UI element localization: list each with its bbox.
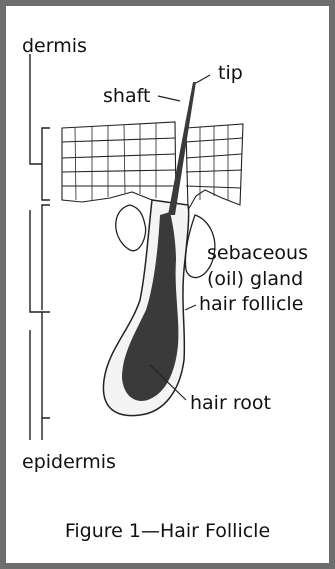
label-oil-gland: (oil) gland — [207, 268, 303, 290]
hair-follicle-leader — [185, 305, 196, 310]
label-epidermis: epidermis — [22, 451, 116, 473]
figure-caption: Figure 1—Hair Follicle — [0, 520, 335, 542]
label-hair-root: hair root — [190, 392, 271, 414]
label-tip: tip — [218, 62, 243, 84]
label-sebaceous: sebaceous — [207, 242, 308, 264]
skin-cells-right — [186, 124, 243, 210]
tip-leader — [196, 75, 210, 83]
label-dermis: dermis — [22, 35, 87, 57]
epidermis-bracket-upper — [30, 205, 50, 312]
label-shaft: shaft — [103, 85, 150, 107]
dermis-bracket — [30, 54, 50, 200]
shaft-leader — [158, 96, 180, 101]
sebaceous-gland-left — [116, 205, 146, 251]
skin-cells-left — [62, 122, 176, 205]
epidermis-bracket-lower — [30, 312, 50, 440]
label-hair-follicle: hair follicle — [199, 293, 303, 315]
